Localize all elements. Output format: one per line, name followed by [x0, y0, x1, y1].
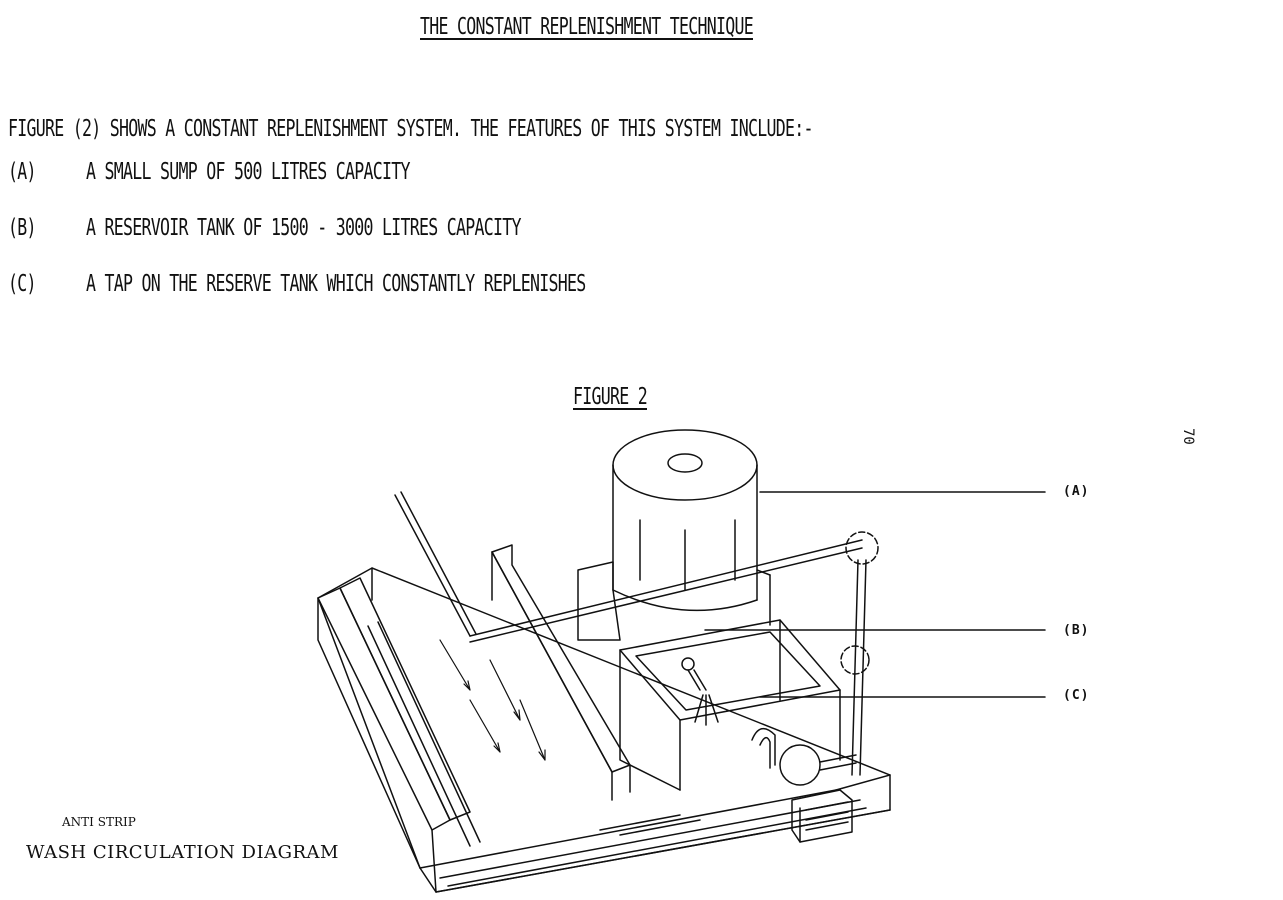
diagram-subtitle: ANTI STRIP — [62, 815, 136, 829]
feature-a-text: A SMALL SUMP OF 500 LITRES CAPACITY — [86, 159, 410, 185]
feature-b-text: A RESERVOIR TANK OF 1500 - 3000 LITRES C… — [86, 215, 521, 241]
trough-flow-arrows — [439, 639, 546, 761]
intro-paragraph: FIGURE (2) SHOWS A CONSTANT REPLENISHMEN… — [8, 116, 813, 142]
document-title: THE CONSTANT REPLENISHMENT TECHNIQUE — [420, 14, 754, 40]
feature-b-marker: (B) — [8, 215, 36, 241]
sump-box — [619, 619, 841, 791]
wash-trough — [317, 577, 481, 893]
callout-label-b: (B) — [1063, 623, 1090, 638]
callout-leaders — [704, 491, 1046, 698]
base-platform — [317, 567, 891, 893]
divider-wall — [491, 544, 631, 801]
feature-c-marker: (C) — [8, 271, 36, 297]
callout-label-c: (C) — [1063, 688, 1090, 703]
figure-caption: FIGURE 2 — [573, 384, 648, 410]
callout-label-a: (A) — [1063, 484, 1090, 499]
diagram-title: WASH CIRCULATION DIAGRAM — [26, 842, 339, 863]
return-pipe — [394, 491, 879, 776]
tank-plinth — [577, 561, 771, 641]
feature-a-marker: (A) — [8, 159, 36, 185]
pump-assembly — [751, 727, 857, 786]
feature-c-text: A TAP ON THE RESERVE TANK WHICH CONSTANT… — [86, 271, 586, 297]
replenish-tap — [681, 657, 719, 726]
floor-channel — [439, 799, 867, 887]
